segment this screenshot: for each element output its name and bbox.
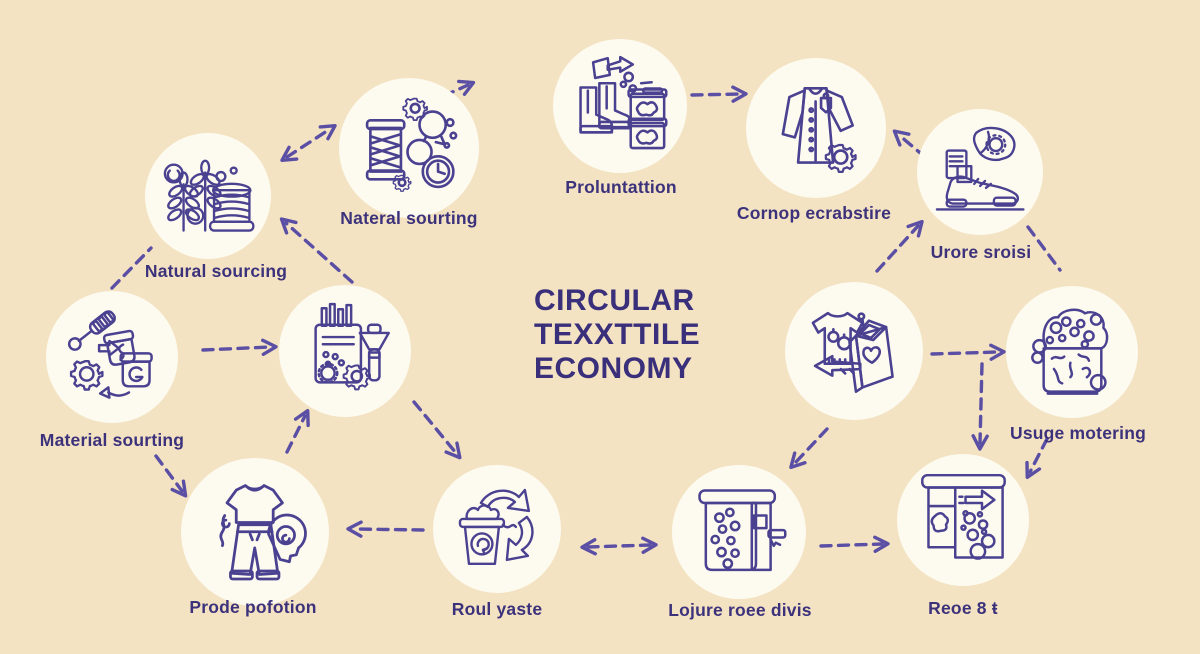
node-donation-box [785, 282, 923, 420]
arrow-lab-to-natural [279, 217, 354, 284]
title-line-2: TEXXTTILE [534, 318, 701, 351]
node-roul-yaste [433, 465, 561, 593]
label-urore-sroisi: Urore sroisi [930, 242, 1032, 262]
arrow-lab-to-roul [412, 400, 462, 460]
node-reoe [897, 454, 1029, 586]
node-lojure-roee-divis [672, 465, 806, 599]
arrow-usuge-to-reoe [1025, 437, 1049, 480]
arrow-branch-down-to-reoe [971, 362, 989, 451]
node-urore-sroisi [917, 109, 1043, 235]
sorting-machine-icon [920, 473, 1006, 560]
arrow-roul-lojure-both [580, 536, 658, 556]
wheat-and-spool-icon [163, 159, 255, 232]
arrow-prode-to-lab [285, 408, 310, 454]
label-nateral-sourting: Nateral sourting [340, 208, 478, 228]
fiber-bag-icon [1030, 308, 1108, 395]
label-proluntattion: Proluntattion [565, 177, 677, 197]
arrow-roul-to-prode [346, 520, 425, 538]
label-lojure-roee-divis: Lojure roee divis [668, 600, 812, 620]
arrow-lojure-to-reoe [819, 535, 890, 553]
arrow-material-to-natural [110, 246, 153, 290]
boots-crates-icon [579, 55, 668, 150]
node-material-sourting [46, 291, 178, 423]
line-urore-to-usuge [1026, 225, 1062, 272]
node-testing-device [279, 285, 411, 417]
page-title: CIRCULAR TEXXTTILE ECONOMY [534, 284, 700, 386]
spool-gears-clock-icon [366, 98, 458, 193]
title-line-1: CIRCULAR [534, 284, 695, 317]
arrow-donate-to-lojure [789, 427, 829, 470]
node-usuge-motering [1006, 286, 1138, 418]
label-prode-pofotion: Prode pofotion [189, 597, 317, 617]
label-roul-yaste: Roul yaste [451, 599, 543, 619]
label-material-sourting: Material sourting [39, 430, 185, 450]
arrow-material-to-lab [201, 338, 278, 357]
arrow-material-to-prode [154, 454, 188, 498]
testing-device-icon [313, 302, 390, 390]
arrow-natural-nateral-both [280, 124, 337, 162]
clothing-set-head-icon [219, 484, 308, 581]
arrow-donate-to-urore [875, 219, 924, 273]
node-prode-pofotion [181, 458, 329, 606]
title-line-3: ECONOMY [534, 352, 693, 385]
label-reoe: Reoe 8 ŧ [928, 598, 998, 618]
arrow-proluntattion-to-cornop [690, 85, 748, 103]
node-natural-sourcing [145, 133, 271, 259]
label-usuge-motering: Usuge motering [1009, 423, 1146, 443]
arrow-donate-to-usuge [930, 343, 1006, 361]
recycle-bin-icon [458, 488, 534, 566]
node-nateral-sourting [339, 78, 479, 218]
node-cornop-ecrabstire [746, 58, 886, 198]
label-cornop-ecrabstire: Cornop ecrabstire [736, 203, 892, 223]
dye-machine-icon [698, 488, 787, 571]
tshirt-donation-box-icon [811, 312, 895, 394]
node-proluntattion [553, 39, 687, 173]
sneaker-fabric-receipt-icon [935, 126, 1025, 211]
label-natural-sourcing: Natural sourcing [144, 261, 288, 281]
coat-gear-icon [781, 87, 858, 174]
tools-jars-icon [67, 309, 153, 399]
